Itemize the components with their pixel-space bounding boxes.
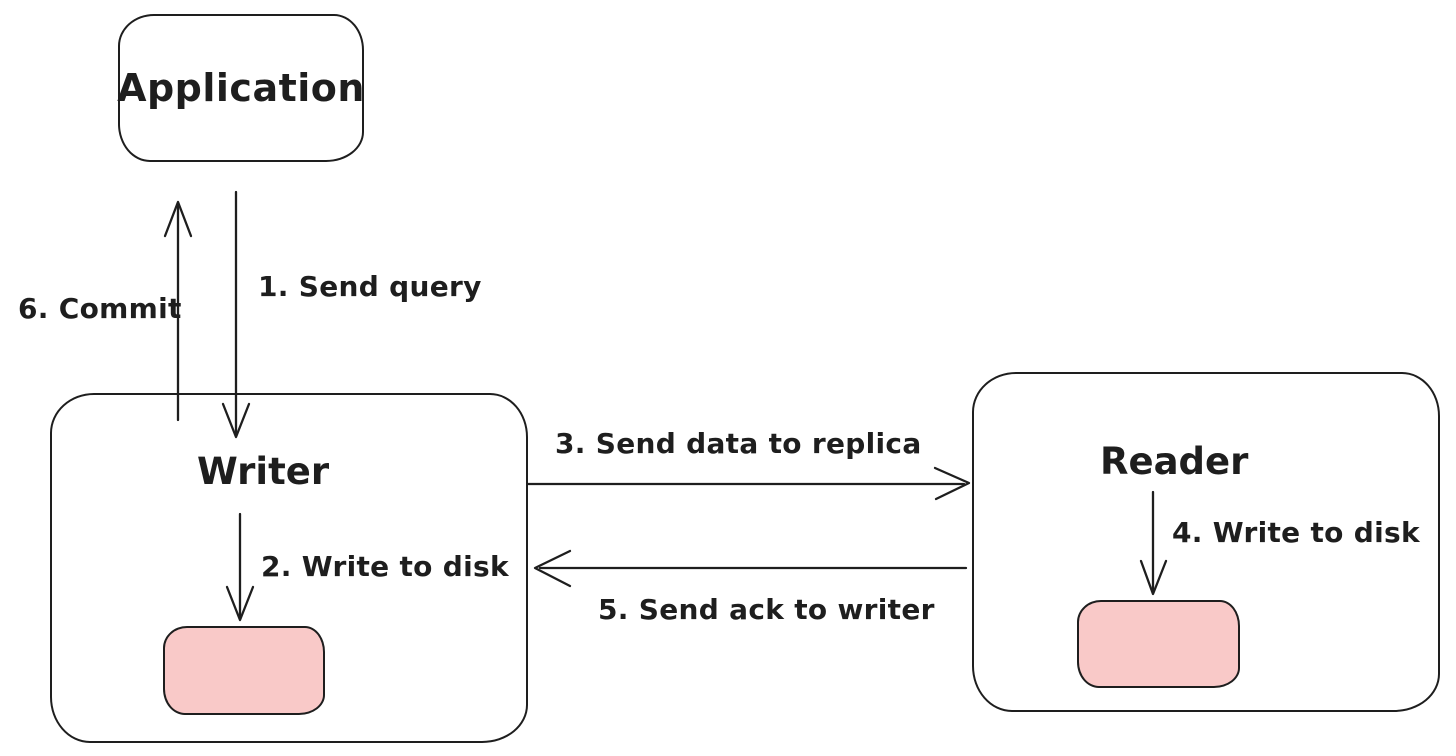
write-to-disk-reader-label: 4. Write to disk xyxy=(1172,516,1420,549)
send-query-label: 1. Send query xyxy=(258,270,482,303)
application-node: Application xyxy=(117,14,365,162)
send-data-to-replica-label: 3. Send data to replica xyxy=(555,427,922,460)
writer-label: Writer xyxy=(197,450,330,493)
send-ack-to-writer-arrow xyxy=(533,549,968,588)
commit-label: 6. Commit xyxy=(18,292,182,325)
writer-disk xyxy=(163,626,325,715)
send-ack-to-writer-label: 5. Send ack to writer xyxy=(598,593,935,626)
send-data-to-replica-arrow xyxy=(526,466,971,501)
application-label: Application xyxy=(117,66,365,110)
reader-label: Reader xyxy=(1100,440,1249,483)
reader-disk xyxy=(1077,600,1240,688)
write-to-disk-writer-label: 2. Write to disk xyxy=(261,550,509,583)
